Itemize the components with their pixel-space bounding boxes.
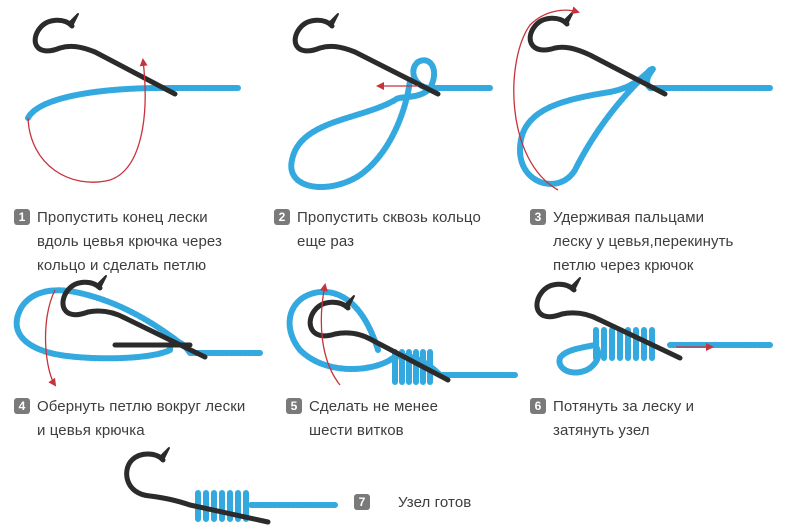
step-1: 1 Пропустить конец лески вдоль цевья крю… — [14, 206, 222, 278]
panel-6-illustration — [534, 277, 773, 376]
step-caption: Удерживая пальцами леску у цевья,перекин… — [553, 209, 734, 274]
direction-arrow-icon — [27, 58, 148, 183]
direction-arrow-icon — [513, 6, 580, 191]
panel-2-illustration — [288, 13, 493, 190]
fishing-line-icon — [25, 85, 241, 121]
step-6: 6 Потянуть за леску и затянуть узел — [530, 395, 694, 443]
fishing-line-icon — [13, 287, 263, 362]
fishing-line-icon — [195, 490, 338, 522]
panel-7-illustration — [124, 447, 338, 525]
step-number-badge: 3 — [530, 209, 546, 225]
direction-arrow-icon — [44, 289, 57, 387]
step-4: 4 Обернуть петлю вокруг лески и цевья кр… — [14, 395, 245, 443]
fishing-hook-icon — [292, 13, 441, 97]
fishing-hook-icon — [527, 11, 668, 97]
step-2: 2 Пропустить сквозь кольцо еще раз — [274, 206, 481, 254]
step-number-badge: 2 — [274, 209, 290, 225]
fishing-hook-icon — [534, 277, 683, 361]
direction-arrow-icon — [319, 283, 341, 386]
fishing-line-icon — [288, 57, 493, 190]
fishing-line-icon — [556, 327, 773, 376]
step-3: 3 Удерживая пальцами леску у цевья,перек… — [530, 206, 733, 278]
step-number-badge: 4 — [14, 398, 30, 414]
panel-4-illustration — [13, 275, 263, 387]
fishing-hook-icon — [60, 275, 208, 360]
step-caption: Узел готов — [398, 494, 472, 511]
fishing-hook-icon — [307, 295, 451, 383]
step-caption: Потянуть за леску и затянуть узел — [553, 398, 695, 439]
fishing-hook-icon — [32, 13, 178, 97]
step-number-badge: 7 — [354, 494, 370, 510]
step-7: 7 Узел готов — [354, 491, 471, 515]
step-number-badge: 1 — [14, 209, 30, 225]
step-number-badge: 5 — [286, 398, 302, 414]
panel-1-illustration — [25, 13, 241, 183]
step-caption: Пропустить конец лески вдоль цевья крючк… — [37, 209, 222, 274]
step-5: 5 Сделать не менее шести витков — [286, 395, 438, 443]
step-caption: Обернуть петлю вокруг лески и цевья крюч… — [37, 398, 246, 439]
fishing-line-icon — [517, 65, 773, 187]
step-caption: Сделать не менее шести витков — [309, 398, 439, 439]
step-caption: Пропустить сквозь кольцо еще раз — [297, 209, 481, 250]
panel-5-illustration — [286, 283, 518, 386]
fishing-hook-icon — [124, 447, 271, 525]
panel-3-illustration — [513, 6, 773, 191]
step-number-badge: 6 — [530, 398, 546, 414]
